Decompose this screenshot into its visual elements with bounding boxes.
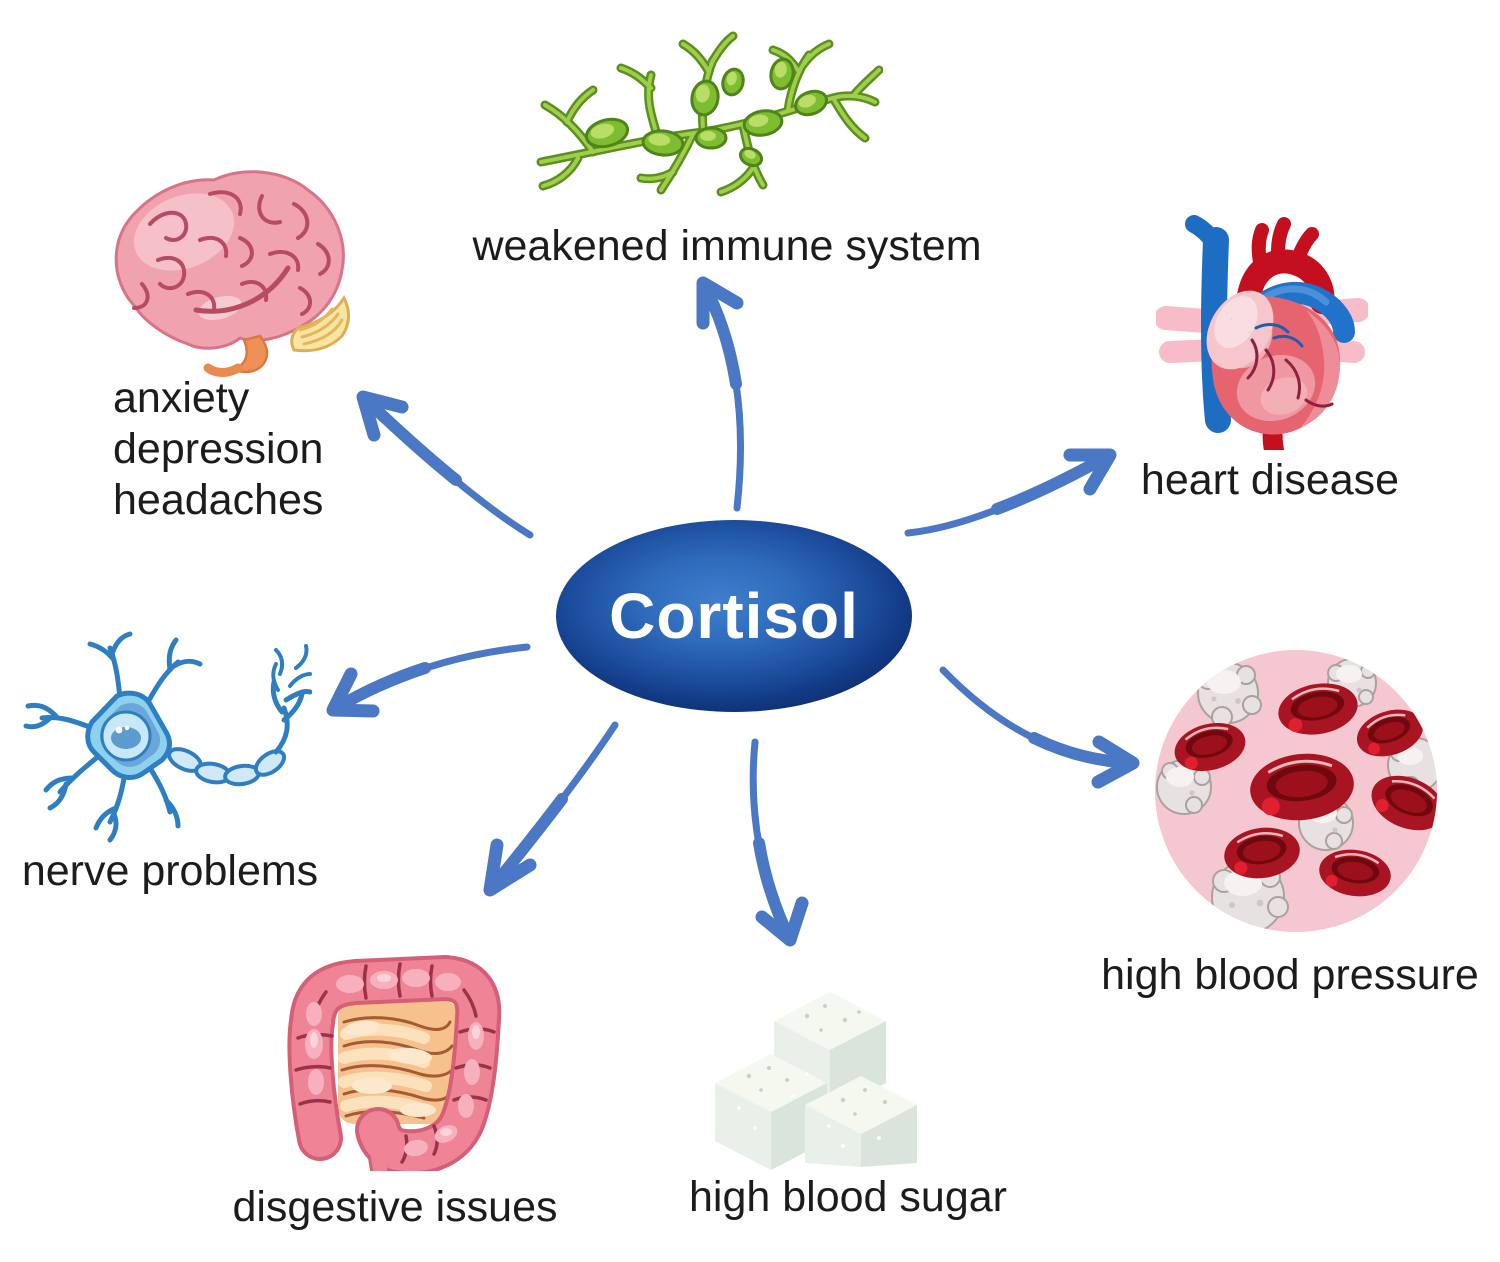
arrow-to-sugar — [749, 738, 809, 947]
center-label: Cortisol — [609, 580, 859, 652]
arrow-to-anxiety — [356, 390, 534, 539]
label-weakened-immune-system: weakened immune system — [472, 222, 982, 270]
arrow-to-heart — [904, 448, 1117, 537]
intestine-icon — [287, 955, 502, 1171]
arrow-to-nerve — [326, 643, 531, 718]
arrow-to-digestive — [483, 721, 619, 897]
arrow-to-blood-pressure — [939, 666, 1140, 789]
label-anxiety-depression-headaches: anxiety depression headaches — [113, 374, 324, 525]
label-high-blood-sugar: high blood sugar — [689, 1173, 1007, 1221]
center-node: Cortisol — [556, 520, 912, 712]
label-heart-disease: heart disease — [1140, 456, 1400, 504]
blood-cells-icon — [1155, 650, 1437, 932]
arrow-to-immune — [696, 276, 744, 512]
label-high-blood-pressure: high blood pressure — [1101, 951, 1479, 999]
lymph-vessel-icon — [536, 31, 883, 197]
heart-organ-icon — [1156, 215, 1368, 450]
sugar-cubes-icon — [715, 992, 917, 1170]
neuron-icon — [23, 631, 312, 843]
label-disgestive-issues: disgestive issues — [232, 1183, 558, 1231]
brain-icon — [114, 170, 350, 377]
label-nerve-problems: nerve problems — [21, 847, 319, 895]
